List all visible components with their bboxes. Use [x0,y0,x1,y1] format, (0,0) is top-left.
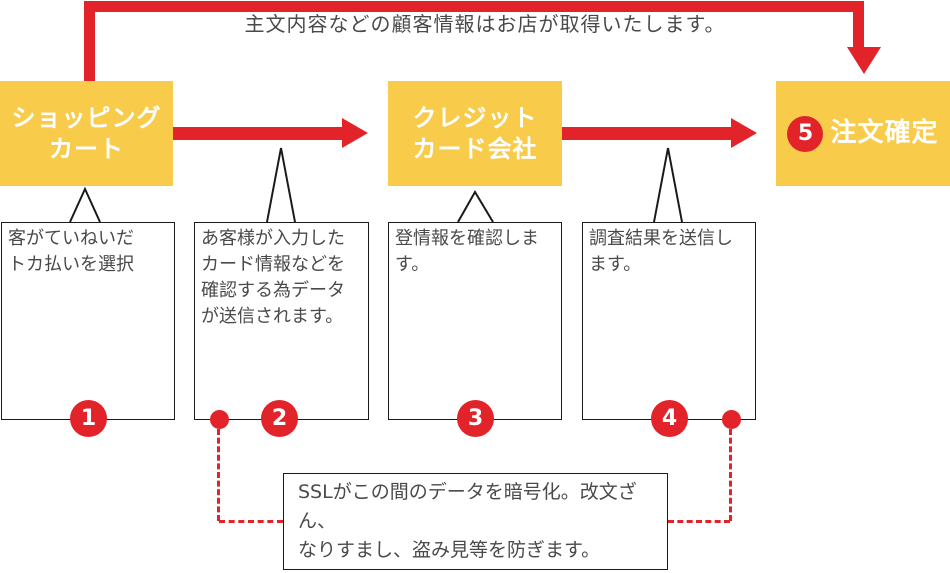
ssl-dashed-line-left-horizontal [219,520,283,523]
ssl-connector-dot-right [722,410,741,429]
stage-label-credit-card-company: クレジット カード会社 [412,103,538,163]
flow-arrow-2-head-icon [731,118,757,148]
callout-text-1: 客がていねいだ トカ払いを選択 [8,228,134,275]
step-badge-1: 1 [70,400,107,437]
ssl-note-text: SSLがこの間のデータを暗号化。改文ざん、 なりすまし、盗み見等を防ぎます。 [298,481,637,561]
callout-pointer-1-icon [69,186,101,223]
ssl-dashed-line-right-horizontal [668,520,730,523]
stage-box-credit-card-company: クレジット カード会社 [388,81,562,186]
step-badge-4: 4 [651,400,688,437]
ssl-connector-dot-left [210,410,229,429]
step-badge-5: 5 [787,115,824,152]
callout-pointer-3-icon [457,190,494,223]
flow-arrow-2-shaft [562,127,731,140]
flow-arrow-1-shaft [173,127,342,140]
return-arrow-left-segment [84,1,95,81]
callout-pointer-2-icon [266,147,296,223]
return-arrow-right-segment [853,11,864,47]
return-arrow-top-segment [84,1,864,12]
step-badge-3: 3 [457,400,494,437]
stage-label-shopping-cart: ショッピング カート [11,103,162,163]
callout-text-2: あ客様が入力した カード情報などを 確認する為データ が送信されます。 [201,228,345,327]
ssl-dashed-line-left-vertical [217,429,220,521]
callout-box-2: あ客様が入力した カード情報などを 確認する為データ が送信されます。 [194,222,369,420]
stage-label-order-confirmed: 注文確定 [830,118,939,148]
callout-text-4: 調査結果を送信し ます。 [589,228,733,275]
step-badge-2: 2 [261,400,298,437]
ssl-dashed-line-right-vertical [729,429,732,521]
callout-text-3: 登情報を確認しま す。 [395,228,539,275]
ssl-note-box: SSLがこの間のデータを暗号化。改文ざん、 なりすまし、盗み見等を防ぎます。 [283,473,668,570]
stage-box-shopping-cart: ショッピング カート [0,81,173,186]
flow-arrow-1-head-icon [342,118,368,148]
callout-box-3: 登情報を確認しま す。 [388,222,562,420]
return-arrow-down-head-icon [847,47,881,74]
callout-box-4: 調査結果を送信し ます。 [582,222,756,420]
callout-pointer-4-icon [653,147,683,223]
stage-box-order-confirmed: 5 注文確定 [776,81,950,186]
order-confirmed-content: 5 注文確定 [787,115,939,152]
top-banner-text: 主文内容などの顧客情報はお店が取得いたします。 [244,12,726,36]
callout-box-1: 客がていねいだ トカ払いを選択 [1,222,175,420]
